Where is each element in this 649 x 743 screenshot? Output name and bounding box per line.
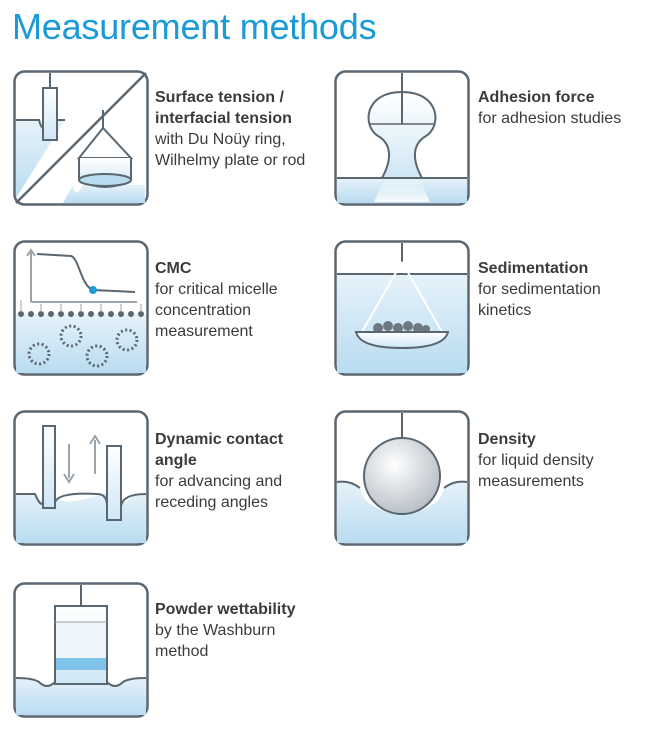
- method-name: CMC: [155, 260, 192, 277]
- method-description: for adhesion studies: [478, 110, 622, 127]
- adhesion-force-icon: [334, 70, 470, 206]
- surface-tension-icon: [13, 70, 149, 206]
- method-adhesion-force: Adhesion force for adhesion studies: [478, 87, 648, 129]
- dynamic-contact-angle-icon: [13, 410, 149, 546]
- method-name: Dynamic contact angle: [155, 431, 284, 469]
- method-cmc: CMC for critical micelle concentration m…: [155, 258, 315, 342]
- method-surface-tension: Surface tension / interfacial tension wi…: [155, 87, 313, 171]
- method-description: with Du Noüy ring, Wilhelmy plate or rod: [155, 131, 306, 169]
- method-name: Sedimentation: [478, 260, 589, 277]
- method-name: Powder wettability: [155, 601, 296, 618]
- method-name: Adhesion force: [478, 89, 595, 106]
- method-description: for critical micelle concentration measu…: [155, 281, 278, 340]
- density-icon: [334, 410, 470, 546]
- method-density: Density for liquid density measurements: [478, 429, 628, 492]
- method-sedimentation: Sedimentation for sedimentation kinetics: [478, 258, 638, 321]
- page-title: Measurement methods: [12, 6, 377, 47]
- method-description: by the Washburn method: [155, 622, 276, 660]
- method-description: for advancing and receding angles: [155, 473, 283, 511]
- method-dynamic-contact-angle: Dynamic contact angle for advancing and …: [155, 429, 310, 513]
- powder-wettability-icon: [13, 582, 149, 718]
- sedimentation-icon: [334, 240, 470, 376]
- method-name: Density: [478, 431, 536, 448]
- cmc-icon: [13, 240, 149, 376]
- method-description: for liquid density measurements: [478, 452, 594, 490]
- method-powder-wettability: Powder wettability by the Washburn metho…: [155, 599, 320, 662]
- method-description: for sedimentation kinetics: [478, 281, 601, 319]
- method-name: Surface tension / interfacial tension: [155, 89, 292, 127]
